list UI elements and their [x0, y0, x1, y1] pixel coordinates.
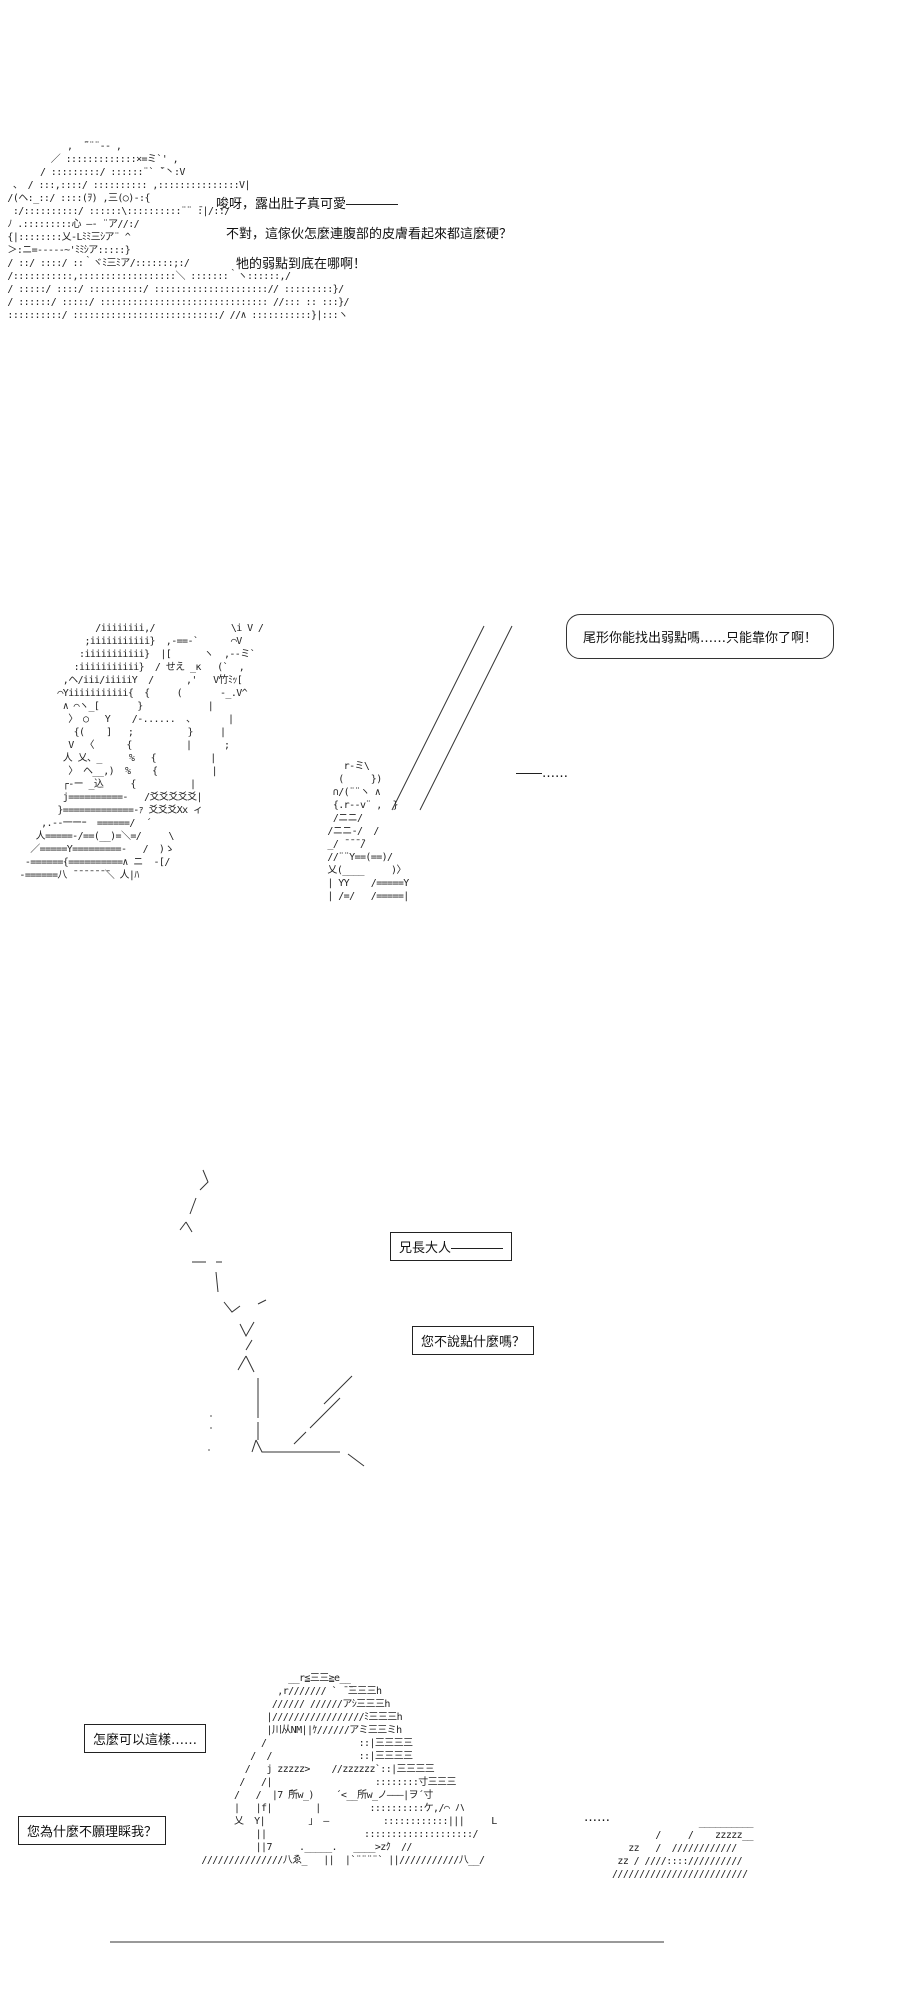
- ascii-art-crouching-figure: __r≦三三≧e__ ,r/////// ` ̄ ̄三三三h ////// //…: [201, 1673, 497, 1866]
- speech-bubble-request: 尾形你能找出弱點嗎……只能靠你了啊！: [566, 614, 835, 659]
- caption-box-say-something: 您不說點什麼嗎？: [412, 1326, 535, 1355]
- ascii-art-soldiers-with-rifle: /iiiiiiii,/ \i V / ;iiiiiiiiiii} ,-==-` …: [19, 623, 264, 881]
- ellipsis-trailing: ――……: [516, 766, 568, 781]
- ellipsis-trailing-2: ……: [584, 1810, 610, 1825]
- narration-line-3: 牠的弱點到底在哪啊！: [236, 257, 367, 272]
- narration-line-2: 不對，這傢伙怎麼連腹部的皮膚看起來都這麼硬？: [226, 227, 513, 242]
- caption-box-why-ignore-me: 您為什麼不願理睬我？: [18, 1816, 167, 1845]
- ascii-art-hooded-figure: , ̄¨¨¨‐- , ／ :::::::::::::×=ミ`' , / ::::…: [7, 141, 349, 321]
- caption-box-elder-brother: 兄長大人――――: [390, 1232, 513, 1261]
- ascii-art-floor-lines: __________ / / zzzzz__ zz / ////////////…: [612, 1817, 754, 1880]
- narration-line-1: 唆呀，露出肚子真可愛――――: [216, 197, 399, 212]
- ascii-art-second-soldier: r‐ミ\ ( }) ∩/(¨¨ヽ ∧ {.r‐-v¨ , } /ニニ/ /ニニ-…: [327, 761, 409, 902]
- caption-box-how-could-this-be: 怎麼可以這樣……: [84, 1724, 207, 1753]
